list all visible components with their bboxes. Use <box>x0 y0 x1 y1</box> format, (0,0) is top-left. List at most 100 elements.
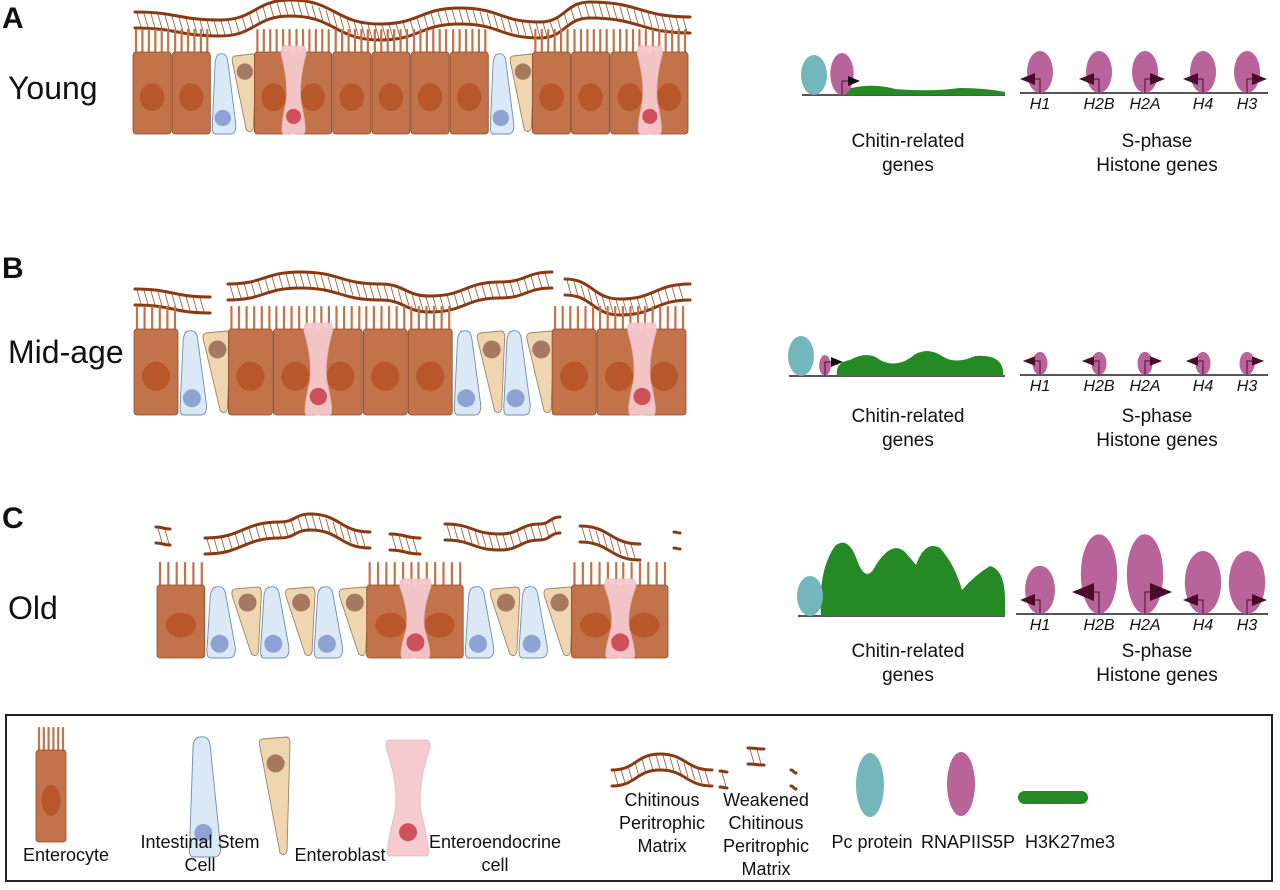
matrix-rail-top <box>226 270 554 298</box>
matrix-rung <box>577 4 583 20</box>
matrix-rung <box>206 538 212 554</box>
matrix-rung <box>199 297 205 312</box>
matrix-rail-top <box>578 524 642 546</box>
gene-label-h3: H3 <box>1236 617 1258 634</box>
enterocyte-nucleus <box>560 361 589 391</box>
enteroblast-nucleus <box>238 593 257 612</box>
matrix-rung <box>192 19 198 34</box>
tss-arrow-stem-h4 <box>1197 360 1204 375</box>
matrix-rung <box>339 524 345 540</box>
matrix-rung <box>587 288 593 303</box>
histone-caption-a-line1: S-phase <box>1121 131 1193 152</box>
matrix-rail-bottom <box>203 528 372 556</box>
matrix-rung <box>605 4 611 19</box>
tss-arrow-head-h1 <box>1022 356 1035 366</box>
gene-label-h4: H4 <box>1192 378 1214 395</box>
matrix-rung <box>185 18 191 33</box>
chitin-caption-b-line2: genes <box>882 430 934 451</box>
matrix-rung <box>255 9 261 24</box>
matrix-rung <box>412 538 418 553</box>
enteroblast-nucleus <box>208 340 227 359</box>
histone-gene-diagram-young <box>1020 51 1268 94</box>
matrix-rung <box>346 527 352 543</box>
chitin-caption-c-line1: Chitin-related <box>851 641 965 662</box>
matrix-rung <box>276 2 282 17</box>
intestinal-stem-cell <box>489 53 515 135</box>
matrix-rung <box>474 286 480 301</box>
gene-label-h3: H3 <box>1236 96 1258 113</box>
matrix-rung <box>285 273 291 288</box>
pc-protein <box>797 576 823 616</box>
tss-arrow-head-h3 <box>1252 594 1267 606</box>
matrix-rung <box>220 536 226 551</box>
matrix-rung <box>292 273 298 288</box>
matrix-rung <box>360 22 366 38</box>
chitin-caption-c-line2: genes <box>882 665 934 686</box>
isc-nucleus <box>182 389 201 408</box>
legend-pc-icon <box>856 753 884 817</box>
matrix-rung <box>248 12 254 27</box>
enteroblast-nucleus <box>514 63 532 80</box>
matrix-rung <box>299 272 305 288</box>
epithelium-row-young <box>132 28 689 135</box>
matrix-rung <box>362 283 368 299</box>
matrix-rung <box>262 6 268 21</box>
matrix-rung <box>318 7 324 22</box>
chitin-caption-c: Chitin-related genes <box>808 640 1008 688</box>
matrix-rung <box>164 529 170 544</box>
tss-arrow-stem-h2b <box>1093 360 1100 375</box>
matrix-rung <box>622 299 628 314</box>
enterocyte-cell <box>171 28 211 135</box>
enterocyte-nucleus <box>578 83 603 112</box>
matrix-rail-bottom <box>563 293 692 317</box>
enterocyte-nucleus <box>326 361 355 391</box>
tss-arrow-head-h3 <box>1252 73 1267 85</box>
enterocyte-cell <box>551 305 597 416</box>
matrix-rung <box>581 527 587 542</box>
matrix-rung <box>348 281 354 296</box>
isc-nucleus <box>317 634 336 653</box>
enteroendocrine-cell <box>303 322 334 416</box>
legend-label-rnap: RNAPIIS5P <box>908 831 1028 854</box>
enterocyte-cell <box>371 28 411 135</box>
matrix-rung <box>544 273 550 288</box>
matrix-rung <box>465 9 471 24</box>
matrix-rung <box>481 284 487 299</box>
matrix-rail-bottom <box>789 784 798 791</box>
matrix-rail-bottom <box>718 785 729 790</box>
panel-letter-c: C <box>2 502 24 535</box>
matrix-rung <box>507 18 513 33</box>
matrix-rung <box>332 12 338 28</box>
enterocyte-nucleus <box>236 361 265 391</box>
matrix-rung <box>697 768 703 784</box>
legend-h3k27me3-icon <box>1018 791 1088 804</box>
matrix-rung <box>276 522 282 538</box>
matrix-rung <box>648 756 654 771</box>
matrix-rung <box>171 294 177 309</box>
matrix-rung <box>264 278 270 293</box>
enterocyte-nucleus <box>165 612 197 638</box>
tss-arrow-stem-h3 <box>1246 78 1253 93</box>
matrix-rung <box>641 758 647 774</box>
intestinal-stem-cell <box>518 586 548 659</box>
enteroblast-cell <box>526 330 555 414</box>
matrix-mid-2 <box>226 270 554 314</box>
matrix-rail-top <box>718 769 729 774</box>
legend-label-line: Enteroendocrine <box>428 832 562 852</box>
matrix-rung <box>453 292 459 307</box>
matrix-rail-top <box>610 752 714 772</box>
legend-label-enterocyte: Enterocyte <box>1 844 131 867</box>
matrix-rail-top <box>203 512 372 540</box>
gene-label-h1: H1 <box>1029 96 1051 113</box>
matrix-rung <box>615 299 621 315</box>
isc-nucleus <box>457 389 476 408</box>
matrix-rung <box>320 275 326 290</box>
matrix-rung <box>502 282 508 297</box>
matrix-rung <box>390 286 396 302</box>
legend-label-line: H3K27me3 <box>1024 832 1116 852</box>
matrix-rung <box>620 768 626 784</box>
enterocyte-nucleus <box>580 612 611 638</box>
enterocyte-nucleus <box>617 83 642 112</box>
h3k27me3-signal <box>843 85 1005 95</box>
enterocyte-nucleus <box>457 83 482 112</box>
